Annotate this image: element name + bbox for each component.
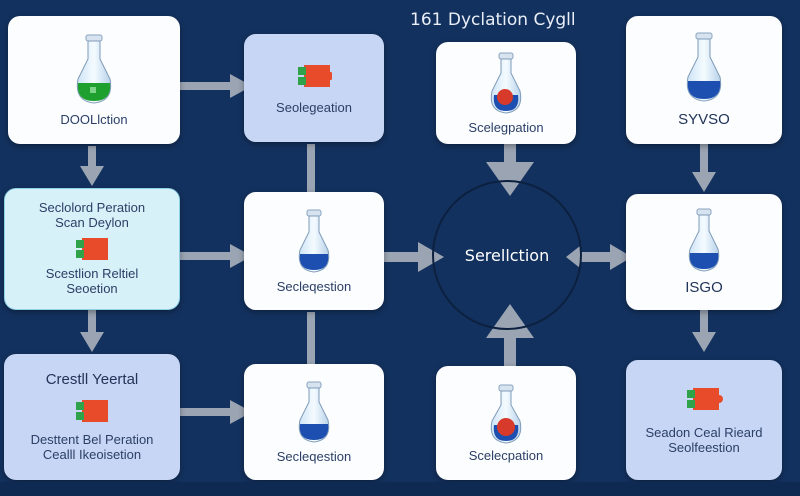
flask-icon <box>76 34 112 104</box>
flask-icon <box>490 52 522 114</box>
node-label: Seadon Ceal Rieard <box>645 425 763 441</box>
flask-icon <box>686 32 722 102</box>
node-card: Seadon Ceal Rieard Seolfeestion <box>626 360 782 480</box>
puzzle-piece-icon <box>687 388 723 411</box>
arrow-right <box>384 242 444 272</box>
node-label: Seolfeestion <box>668 440 740 455</box>
node-label: Cealll Ikeoisetion <box>42 446 142 462</box>
footer-bar <box>0 482 800 496</box>
node-label: Secleqestion <box>276 448 352 464</box>
node-label: Secleqestion <box>276 278 352 294</box>
node-label: Scelecpation <box>468 447 544 463</box>
node-card: Secleqestion <box>244 364 384 480</box>
node-card: Crestll Yeertal Desttent Bel Peration Ce… <box>4 354 180 480</box>
node-card: DOOLlction <box>8 16 180 144</box>
arrow-down <box>80 146 104 186</box>
arrow-down <box>692 310 716 352</box>
arrow-down <box>486 140 534 196</box>
node-card: ISGO <box>626 194 782 310</box>
arrow-right <box>180 74 252 98</box>
arrow-right <box>180 400 252 424</box>
node-label: Crestll Yeertal <box>45 371 139 389</box>
node-label: ISGO <box>685 279 723 297</box>
puzzle-piece-icon <box>298 64 332 87</box>
arrow-down <box>692 144 716 192</box>
node-label: Scestlion Reltiel <box>45 266 139 281</box>
connector-line <box>307 144 315 194</box>
node-card: Seolegeation <box>244 34 384 142</box>
flask-icon <box>490 384 522 444</box>
node-label: Seolegeation <box>276 99 352 115</box>
node-label: Scelegpation <box>468 119 544 135</box>
node-label: Desttent Bel Peration <box>30 431 154 447</box>
arrow-right <box>180 244 252 268</box>
node-card: Scelecpation <box>436 366 576 480</box>
node-card: Secleqestion <box>244 192 384 310</box>
flask-icon <box>688 208 720 272</box>
flask-icon <box>298 209 330 273</box>
puzzle-piece-icon <box>76 399 108 422</box>
node-label: Seoetion <box>66 280 118 296</box>
connector-line <box>307 312 315 364</box>
node-label: Seclolord Peration <box>38 200 146 216</box>
center-label: Serellction <box>464 245 550 265</box>
node-card: Seclolord Peration Scan Deylon Scestlion… <box>4 188 180 310</box>
node-card: Scelegpation <box>436 42 576 144</box>
center-cycle-node: Serellction <box>432 180 582 330</box>
arrow-down <box>80 310 104 352</box>
node-card: SYVSO <box>626 16 782 144</box>
node-label: SYVSO <box>678 111 730 129</box>
node-label: Scan Deylon <box>55 215 129 231</box>
node-label: DOOLlction <box>60 111 128 127</box>
flask-icon <box>298 381 330 443</box>
diagram-title: 161 Dyclation Cygll <box>410 10 576 30</box>
puzzle-piece-icon <box>76 238 108 260</box>
